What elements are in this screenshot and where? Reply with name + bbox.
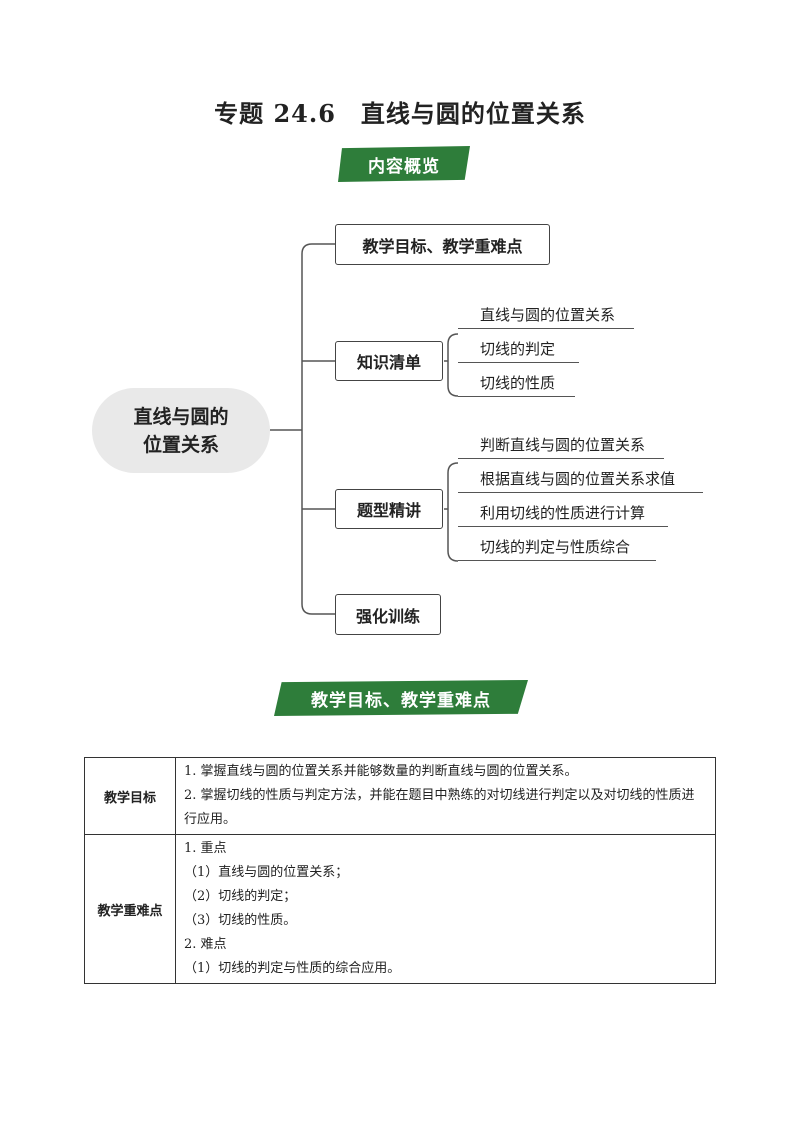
branch-knowledge: 知识清单 xyxy=(335,341,443,381)
leaf-knowledge-2: 切线的判定 xyxy=(458,338,579,363)
overview-banner: 内容概览 xyxy=(338,146,470,182)
page-title: 专题 24.6 直线与圆的位置关系 xyxy=(214,99,586,128)
row-body-keypoints: 1. 重点 （1）直线与圆的位置关系； （2）切线的判定； （3）切线的性质。 … xyxy=(175,834,716,984)
leaf-type-3: 利用切线的性质进行计算 xyxy=(458,502,668,527)
row-header-goals: 教学目标 xyxy=(84,757,176,835)
row-body-goals: 1. 掌握直线与圆的位置关系并能够数量的判断直线与圆的位置关系。 2. 掌握切线… xyxy=(175,757,716,835)
center-line-2: 位置关系 xyxy=(142,433,219,456)
branch-practice: 强化训练 xyxy=(335,594,441,635)
branch-question-types: 题型精讲 xyxy=(335,489,443,529)
keypoint-line-1: 1. 重点 xyxy=(184,841,227,856)
leaf-type-1: 判断直线与圆的位置关系 xyxy=(458,434,664,459)
goal-line-1: 1. 掌握直线与圆的位置关系并能够数量的判断直线与圆的位置关系。 xyxy=(184,764,578,779)
keypoint-line-5: 2. 难点 xyxy=(184,937,227,952)
leaf-knowledge-1: 直线与圆的位置关系 xyxy=(458,304,634,329)
branch-goals: 教学目标、教学重难点 xyxy=(335,224,550,265)
mindmap-center-node: 直线与圆的 位置关系 xyxy=(92,388,270,473)
goals-banner: 教学目标、教学重难点 xyxy=(274,680,528,716)
mindmap-connectors xyxy=(270,243,459,615)
keypoint-line-4: （3）切线的性质。 xyxy=(184,913,297,928)
connector-tx-stem xyxy=(444,462,459,562)
keypoint-line-6: （1）切线的判定与性质的综合应用。 xyxy=(184,961,401,976)
row-header-keypoints: 教学重难点 xyxy=(84,834,176,984)
leaf-knowledge-3: 切线的性质 xyxy=(458,372,575,397)
keypoint-line-2: （1）直线与圆的位置关系； xyxy=(184,865,349,880)
keypoint-line-3: （2）切线的判定； xyxy=(184,889,297,904)
connector-kb-stem xyxy=(444,333,459,397)
table-row: 教学目标 1. 掌握直线与圆的位置关系并能够数量的判断直线与圆的位置关系。 2.… xyxy=(84,757,716,835)
connector-trunk xyxy=(301,243,313,615)
center-line-1: 直线与圆的 xyxy=(133,405,229,428)
goal-line-2: 2. 掌握切线的性质与判定方法，并能在题目中熟练的对切线进行判定以及对切线的性质… xyxy=(184,788,695,827)
leaf-type-2: 根据直线与圆的位置关系求值 xyxy=(458,468,703,493)
table-row: 教学重难点 1. 重点 （1）直线与圆的位置关系； （2）切线的判定； （3）切… xyxy=(84,834,716,984)
goals-table: 教学目标 1. 掌握直线与圆的位置关系并能够数量的判断直线与圆的位置关系。 2.… xyxy=(84,757,716,984)
leaf-type-4: 切线的判定与性质综合 xyxy=(458,536,656,561)
